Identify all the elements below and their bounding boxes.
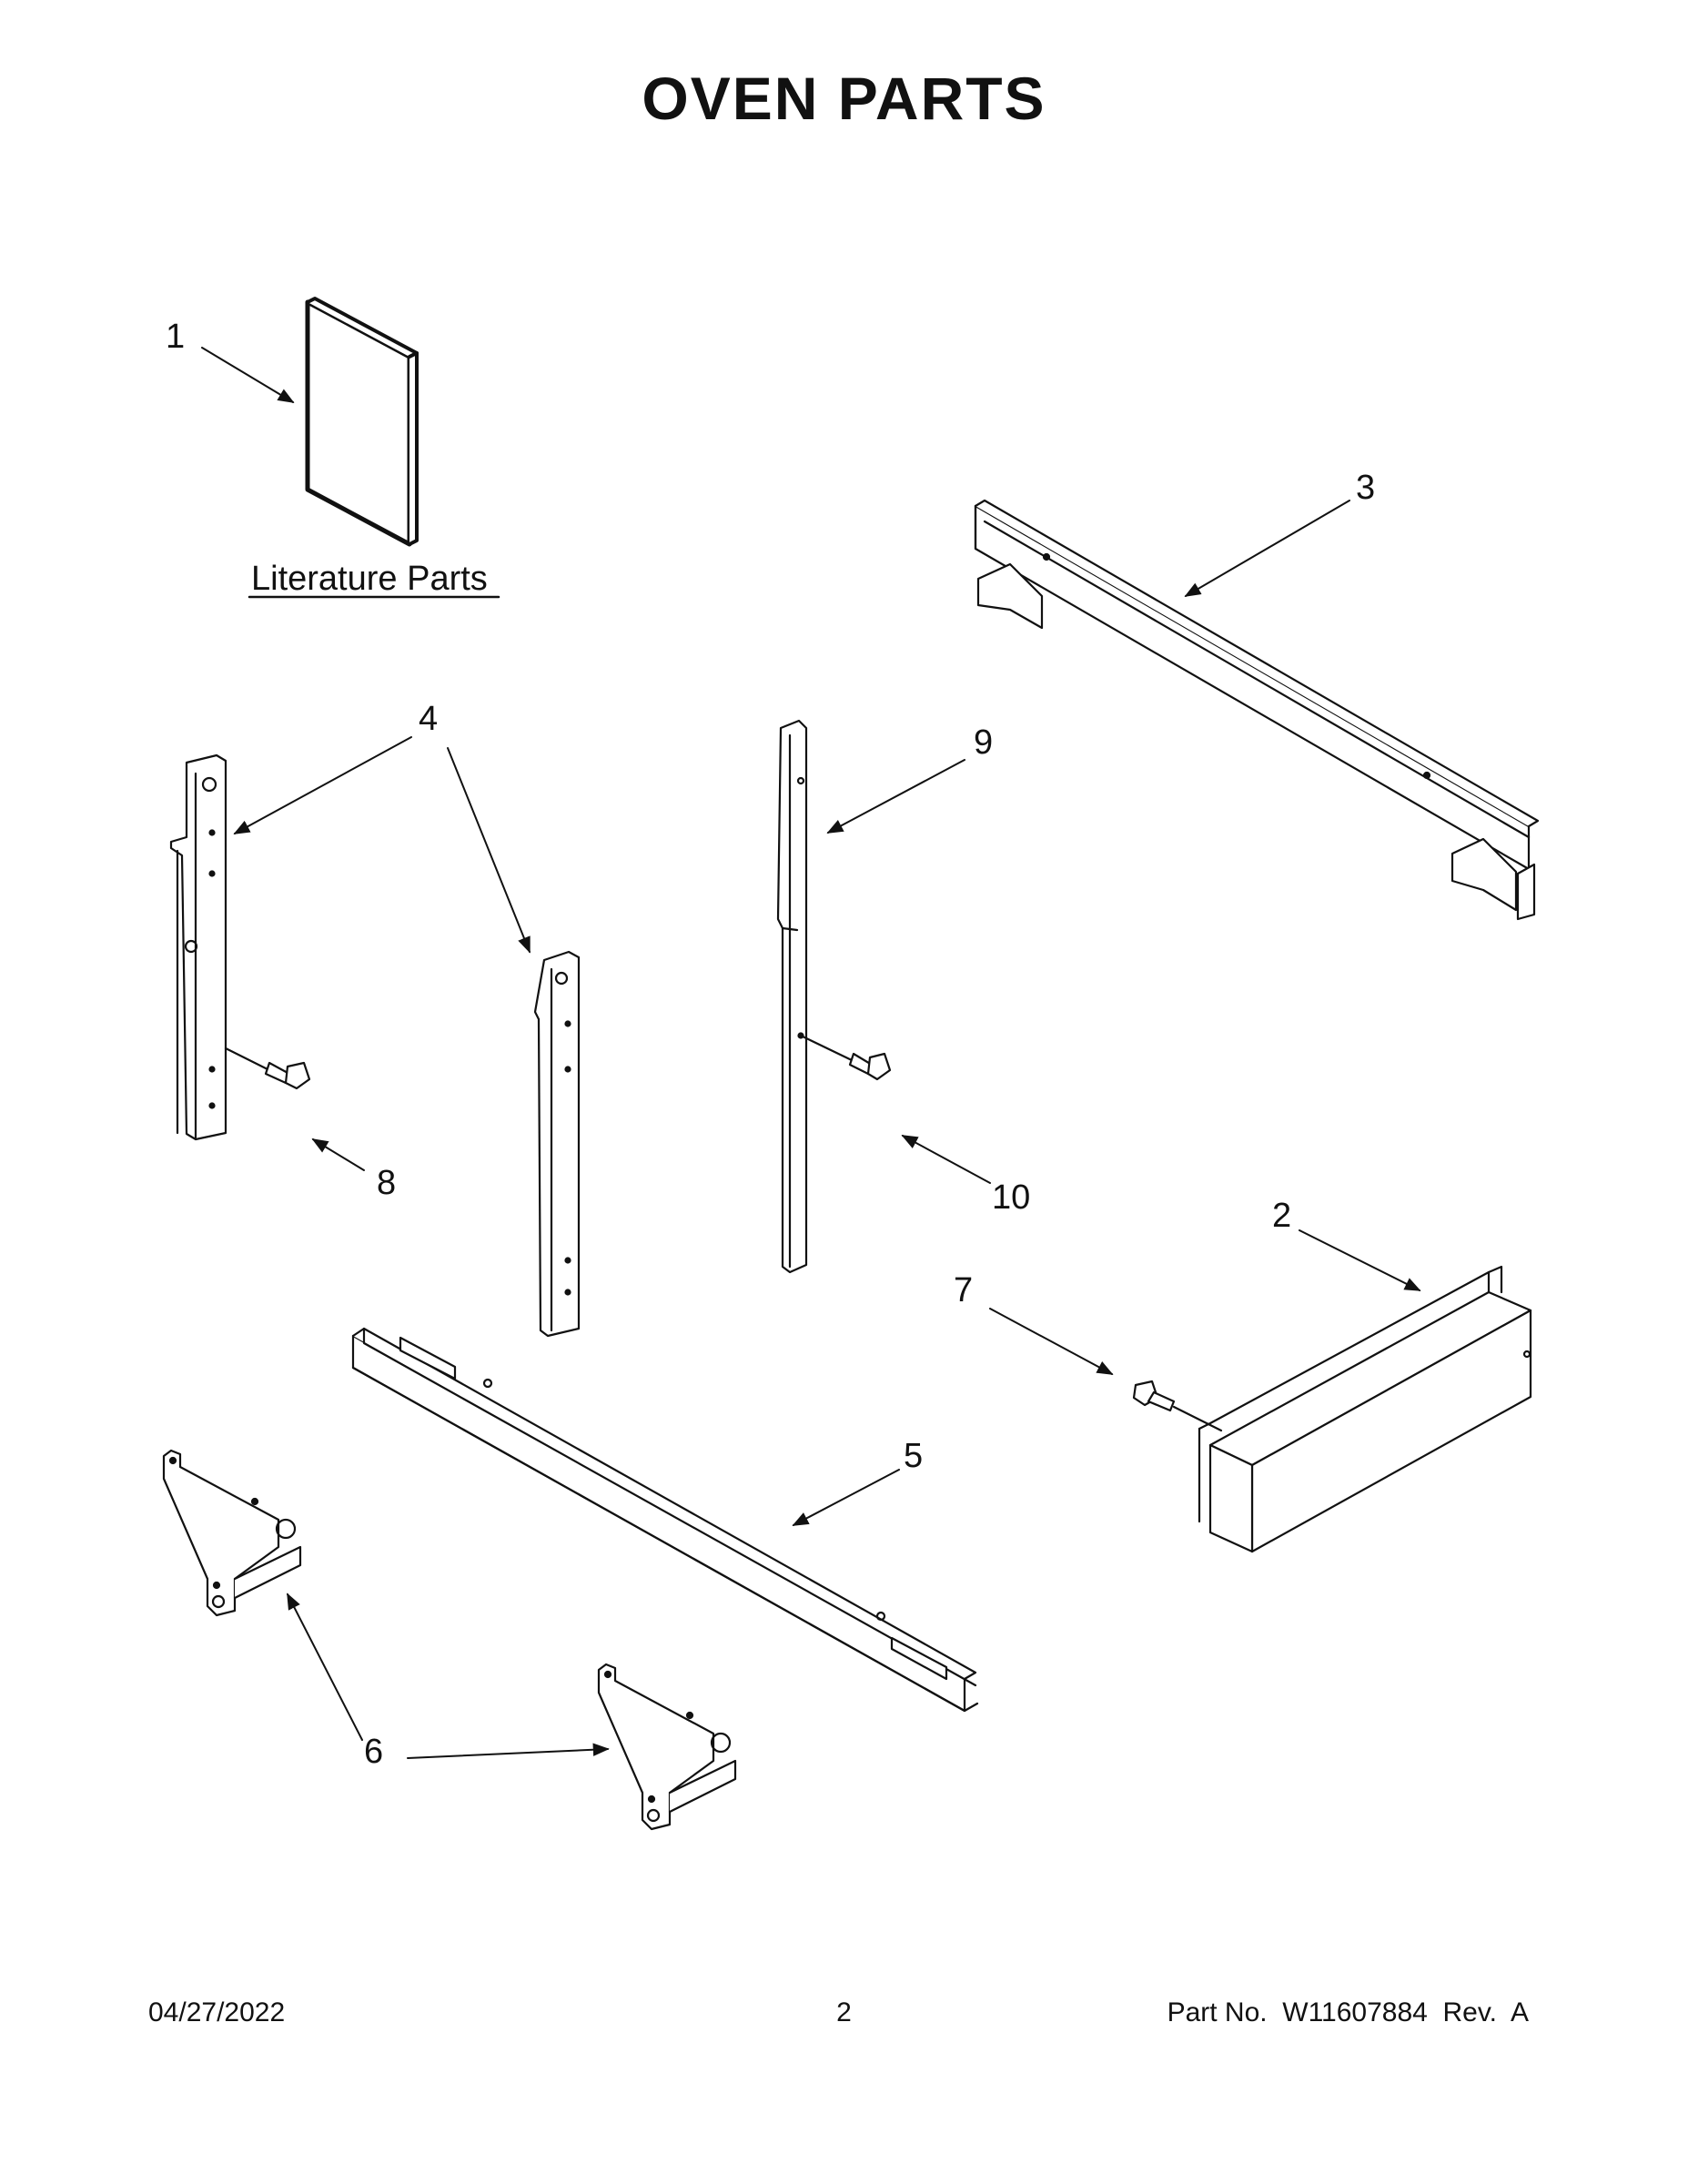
footer-part-number: Part No. W11607884 Rev. A	[1167, 1997, 1529, 2027]
callout-2: 2	[1272, 1197, 1291, 1235]
callout-9: 9	[974, 723, 993, 762]
page-title: OVEN PARTS	[642, 65, 1046, 132]
side-bracket-left	[169, 753, 227, 1141]
side-bracket-right	[533, 950, 581, 1338]
callout-10: 10	[992, 1178, 1030, 1217]
screw-7	[1132, 1380, 1223, 1432]
footer-date: 04/27/2022	[148, 1997, 286, 2027]
screw-10	[799, 1034, 892, 1081]
literature-booklet: Literature Parts	[248, 297, 500, 599]
vertical-trim-strip	[776, 719, 808, 1274]
bottom-rail	[351, 1327, 979, 1713]
mounting-bracket-b	[597, 1663, 737, 1831]
callout-numbers: 1 2 3 4 5 6 7 8 9 10	[166, 318, 1375, 1771]
callout-3: 3	[1356, 469, 1375, 507]
callout-1: 1	[166, 318, 185, 356]
callout-8: 8	[377, 1164, 396, 1202]
callout-4: 4	[419, 700, 438, 738]
mounting-bracket-a	[162, 1449, 302, 1617]
callout-arrows	[201, 347, 1421, 1759]
callout-7: 7	[954, 1271, 973, 1309]
top-rail	[974, 499, 1540, 921]
literature-parts-label: Literature Parts	[251, 560, 488, 598]
callout-6: 6	[364, 1733, 383, 1771]
callout-5: 5	[904, 1437, 923, 1475]
footer-page-number: 2	[836, 1997, 852, 2027]
screw-8	[224, 1046, 311, 1090]
vent-box	[1198, 1265, 1532, 1553]
